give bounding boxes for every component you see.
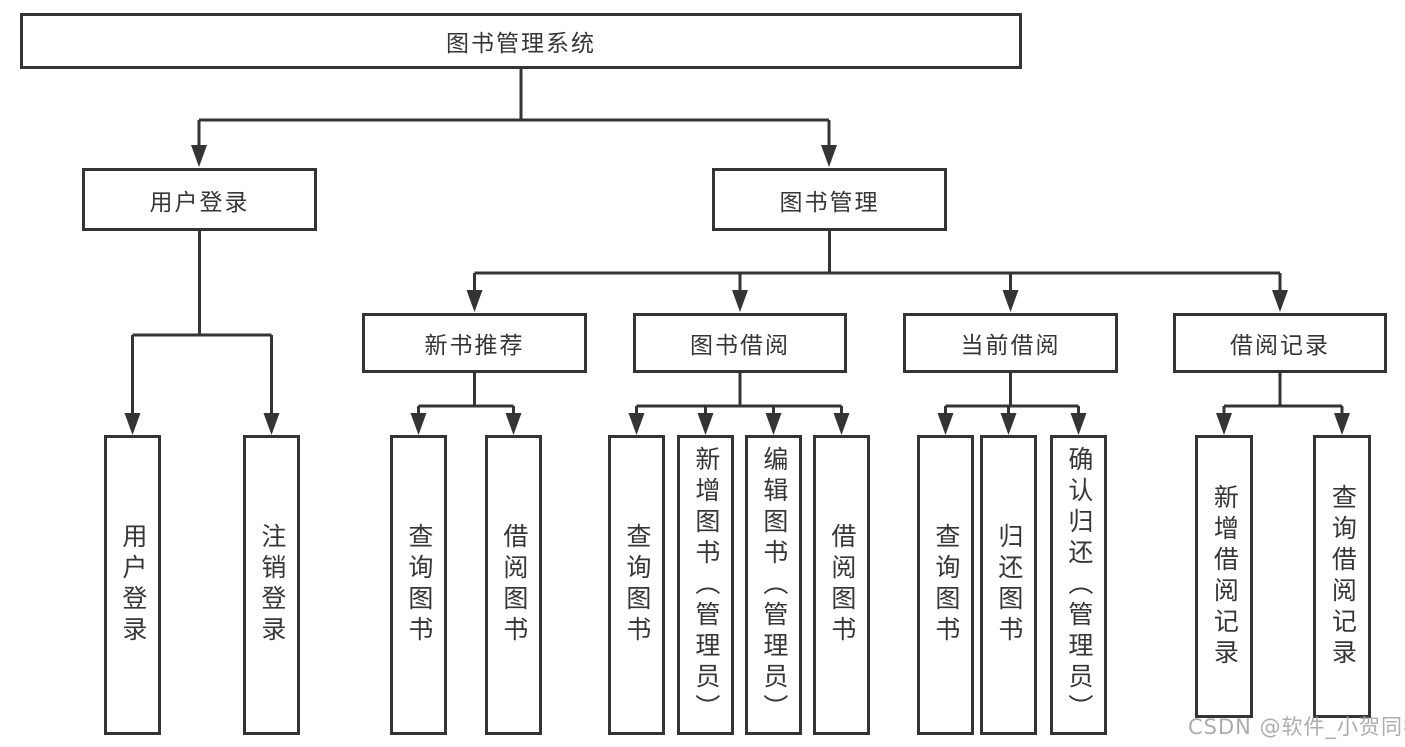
leaf-confirm-return-admin: 确认归还（管理员） bbox=[1050, 435, 1107, 735]
leaf-logout: 注销登录 bbox=[243, 435, 300, 735]
leaf-query-borrow-record: 查询借阅记录 bbox=[1313, 435, 1371, 718]
node-book-borrowing: 图书借阅 bbox=[633, 313, 847, 373]
node-library-management-system: 图书管理系统 bbox=[20, 13, 1022, 69]
node-label: 查询图书 bbox=[622, 523, 652, 647]
watermark-text: CSDN @软件_小贺同学 bbox=[1188, 715, 1405, 739]
node-book-management: 图书管理 bbox=[712, 168, 947, 231]
node-label: 新增图书（管理员） bbox=[691, 445, 721, 725]
leaf-return-books: 归还图书 bbox=[980, 435, 1037, 735]
node-label: 查询图书 bbox=[404, 523, 434, 647]
node-borrowing-records: 借阅记录 bbox=[1173, 313, 1387, 373]
node-label: 归还图书 bbox=[994, 523, 1024, 647]
leaf-add-borrow-record: 新增借阅记录 bbox=[1195, 435, 1253, 718]
node-new-book-recommend: 新书推荐 bbox=[362, 313, 587, 373]
leaf-query-books-2: 查询图书 bbox=[608, 435, 665, 735]
leaf-borrow-books-1: 借阅图书 bbox=[485, 435, 542, 735]
connector-paths bbox=[131, 69, 1344, 420]
node-label: 借阅图书 bbox=[827, 523, 857, 647]
node-label: 查询图书 bbox=[931, 523, 961, 647]
node-label: 借阅图书 bbox=[499, 523, 529, 647]
node-label: 用户登录 bbox=[118, 523, 148, 647]
node-label: 查询借阅记录 bbox=[1328, 483, 1358, 670]
arrowheads bbox=[124, 145, 1350, 435]
leaf-add-book-admin: 新增图书（管理员） bbox=[677, 435, 734, 735]
leaf-user-login: 用户登录 bbox=[104, 435, 161, 735]
leaf-edit-book-admin: 编辑图书（管理员） bbox=[745, 435, 802, 735]
node-label: 新增借阅记录 bbox=[1210, 483, 1240, 670]
node-user-login: 用户登录 bbox=[82, 168, 317, 231]
leaf-query-books-3: 查询图书 bbox=[917, 435, 974, 735]
node-label: 注销登录 bbox=[257, 523, 287, 647]
leaf-query-books-1: 查询图书 bbox=[390, 435, 447, 735]
leaf-borrow-books-2: 借阅图书 bbox=[813, 435, 870, 735]
node-label: 编辑图书（管理员） bbox=[759, 445, 789, 725]
node-label: 确认归还（管理员） bbox=[1064, 445, 1094, 725]
node-current-borrowing: 当前借阅 bbox=[903, 313, 1118, 373]
